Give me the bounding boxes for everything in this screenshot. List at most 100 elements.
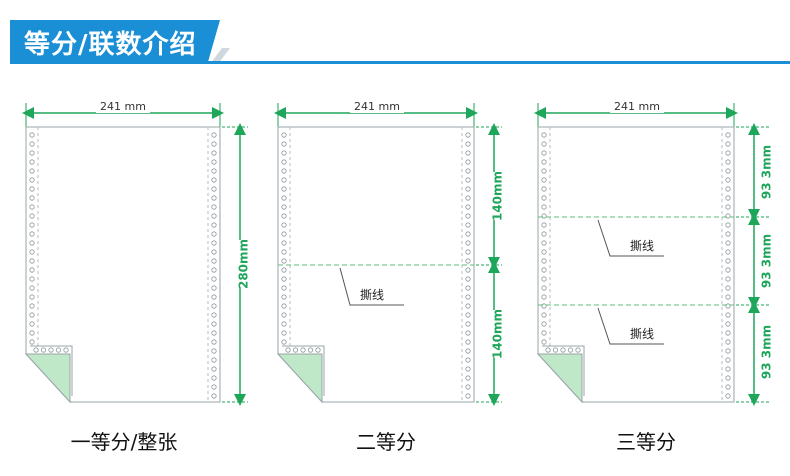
sprocket-hole — [465, 384, 471, 390]
fold-layer — [282, 345, 325, 396]
sprocket-hole — [541, 303, 547, 309]
caption-two-part: 二等分 — [356, 430, 416, 454]
sprocket-hole — [541, 276, 547, 282]
sprocket-hole — [292, 347, 299, 353]
sprocket-hole — [465, 357, 471, 363]
height-label-2: 93 3mm — [760, 234, 774, 288]
sprocket-hole — [541, 339, 547, 345]
sprocket-hole — [281, 204, 287, 210]
height-label-bottom: 140mm — [491, 309, 505, 359]
sprocket-hole — [211, 258, 217, 264]
sprocket-hole — [541, 132, 547, 138]
sprocket-hole — [725, 168, 731, 174]
sprocket-hole — [281, 330, 287, 336]
sprocket-hole — [575, 347, 581, 353]
sprocket-hole — [281, 267, 287, 273]
sprocket-hole — [281, 222, 287, 228]
sprocket-hole — [211, 384, 217, 390]
width-label: 241 mm — [354, 100, 400, 113]
sprocket-hole — [541, 159, 547, 165]
paper-sheet — [537, 126, 735, 403]
sprocket-hole — [541, 186, 547, 192]
width-label: 241 mm — [100, 100, 146, 113]
sprocket-hole — [281, 168, 287, 174]
sprocket-hole — [541, 141, 547, 147]
sprocket-hole — [541, 249, 547, 255]
sprocket-hole — [465, 330, 471, 336]
sprocket-hole — [211, 348, 217, 354]
sprocket-hole — [725, 159, 731, 165]
height-label: 280mm — [237, 239, 251, 289]
sprocket-hole — [29, 276, 35, 282]
sprocket-hole — [725, 150, 731, 156]
tear-callout-upper — [597, 219, 664, 257]
sprocket-hole — [211, 222, 217, 228]
sprocket-hole — [725, 330, 731, 336]
sprocket-hole — [211, 267, 217, 273]
sprocket-hole — [465, 168, 471, 174]
sprocket-hole — [725, 249, 731, 255]
sprocket-hole — [281, 312, 287, 318]
sprocket-hole — [211, 330, 217, 336]
width-label: 241 mm — [614, 100, 660, 113]
sprocket-hole — [211, 303, 217, 309]
sprocket-hole — [465, 312, 471, 318]
sprocket-hole — [211, 240, 217, 246]
sprocket-hole — [29, 186, 35, 192]
folded-corner — [276, 353, 323, 404]
sprocket-hole — [725, 303, 731, 309]
sprocket-hole — [211, 132, 217, 138]
sprocket-hole — [281, 177, 287, 183]
page-title: 等分/联数介绍 — [10, 20, 220, 64]
sprocket-hole — [29, 339, 35, 345]
sprocket-hole — [211, 321, 217, 327]
sprocket-hole — [211, 312, 217, 318]
sprocket-hole — [315, 347, 321, 353]
sprocket-hole — [725, 321, 731, 327]
sprocket-hole — [281, 150, 287, 156]
sprocket-hole — [465, 339, 471, 345]
sprocket-hole — [300, 347, 306, 353]
sprocket-hole — [725, 348, 731, 354]
sprocket-hole — [281, 249, 287, 255]
sprocket-hole — [541, 168, 547, 174]
sprocket-hole — [465, 231, 471, 237]
sprocket-hole — [281, 159, 287, 165]
sprocket-hole — [725, 285, 731, 291]
sprocket-hole — [465, 303, 471, 309]
sprocket-hole — [29, 168, 35, 174]
sprocket-hole — [211, 159, 217, 165]
sprocket-hole — [63, 347, 69, 353]
sprocket-holes-left — [281, 132, 287, 345]
sprocket-hole — [29, 303, 35, 309]
sprocket-hole — [725, 195, 731, 201]
sprocket-holes-right — [211, 132, 217, 399]
sprocket-hole — [211, 366, 217, 372]
sprocket-hole — [29, 195, 35, 201]
sprocket-hole — [545, 347, 551, 353]
sprocket-hole — [541, 330, 547, 336]
sprocket-hole — [725, 276, 731, 282]
tear-label-upper: 撕线 — [630, 239, 654, 253]
sprocket-hole — [725, 213, 731, 219]
sprocket-hole — [725, 267, 731, 273]
caption-three-part: 三等分 — [616, 430, 676, 454]
panel-whole-sheet: 241 mm 280mm — [22, 99, 251, 406]
sprocket-hole — [33, 347, 39, 353]
sprocket-hole — [465, 186, 471, 192]
sprocket-hole — [541, 195, 547, 201]
sprocket-hole — [567, 347, 574, 353]
sprocket-hole — [211, 276, 217, 282]
sprocket-hole — [465, 141, 471, 147]
sprocket-holes-right — [465, 132, 471, 399]
sprocket-hole — [281, 285, 287, 291]
tear-label-lower: 撕线 — [630, 327, 654, 341]
sprocket-hole — [541, 321, 547, 327]
sprocket-hole — [465, 177, 471, 183]
sprocket-hole — [29, 159, 35, 165]
sprocket-hole — [725, 231, 731, 237]
sprocket-hole — [29, 285, 35, 291]
sprocket-hole — [281, 186, 287, 192]
sprocket-hole — [465, 195, 471, 201]
sprocket-hole — [725, 375, 731, 381]
